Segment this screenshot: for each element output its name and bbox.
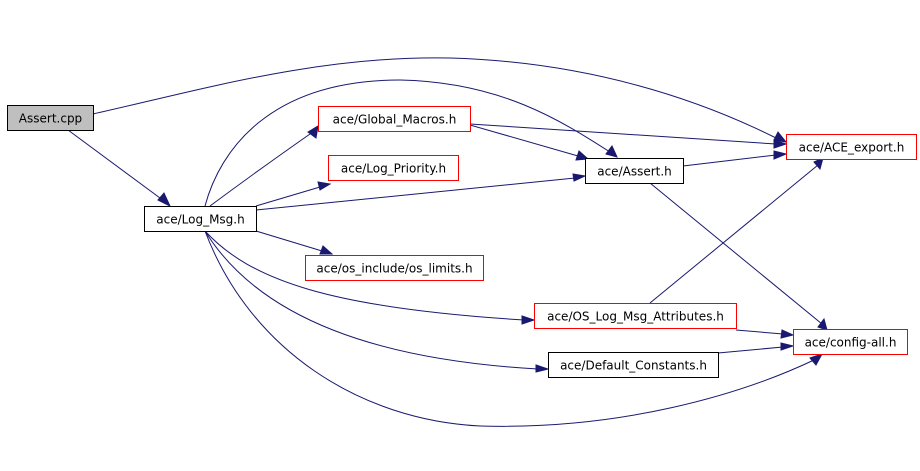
edge-global_macros_h-to-ace_export_h — [469, 123, 788, 149]
edge-arrowhead — [572, 173, 587, 182]
edge-line — [717, 346, 784, 354]
edge-arrowhead — [317, 181, 332, 191]
edge-assert_cpp-to-ace_export_h — [92, 57, 788, 143]
edge-arrowhead — [307, 125, 319, 139]
edge-line — [255, 230, 323, 252]
edge-line — [469, 124, 579, 157]
node-label: ace/Default_Constants.h — [560, 359, 707, 373]
edge-log_msg_h-to-default_constants_h — [204, 230, 550, 373]
node-log-msg-h[interactable]: ace/Log_Msg.h — [144, 206, 257, 232]
edge-log_msg_h-to-log_priority_h — [255, 181, 332, 207]
edge-arrowhead — [773, 150, 788, 160]
node-default-constants-h[interactable]: ace/Default_Constants.h — [548, 352, 719, 378]
node-ace-export-h[interactable]: ace/ACE_export.h — [786, 134, 917, 160]
edge-arrowhead — [817, 317, 828, 331]
edge-assert_h-to-ace_export_h — [682, 150, 788, 167]
edge-arrowhead — [809, 353, 824, 366]
nodes-layer: Assert.cpp ace/Log_Msg.h ace/Global_Macros… — [7, 105, 917, 378]
edge-arrowhead — [605, 145, 618, 158]
edge-line — [204, 230, 539, 370]
edge-log_msg_h-to-assert_h — [255, 173, 587, 211]
node-label: ace/OS_Log_Msg_Attributes.h — [547, 310, 724, 324]
edge-arrowhead — [157, 192, 172, 208]
node-log-priority-h[interactable]: ace/Log_Priority.h — [328, 155, 459, 181]
edge-line — [204, 79, 611, 207]
edge-arrowhead — [780, 342, 795, 351]
node-box[interactable] — [318, 106, 471, 132]
node-config-all-h[interactable]: ace/config-all.h — [793, 329, 908, 355]
edge-log_msg_h-to-global_macros_h — [209, 125, 319, 207]
node-label: ace/ACE_export.h — [799, 141, 905, 155]
node-label: ace/Assert.h — [597, 165, 672, 179]
node-label: Assert.cpp — [19, 112, 82, 126]
node-os-log-msg-attr-h[interactable]: ace/OS_Log_Msg_Attributes.h — [534, 303, 737, 329]
edge-log_msg_h-to-os_limits_h — [255, 230, 334, 255]
edge-line — [204, 230, 815, 427]
node-box[interactable] — [305, 255, 484, 281]
edge-arrowhead — [535, 364, 550, 373]
node-assert-cpp[interactable]: Assert.cpp — [7, 105, 94, 131]
edge-arrowhead — [319, 245, 334, 255]
edge-line — [682, 154, 777, 167]
node-label: ace/Log_Priority.h — [341, 162, 446, 176]
edge-line — [649, 182, 823, 325]
edge-assert_h-to-config_all_h — [649, 182, 828, 331]
edge-os_log_msg_attr_h-to-config_all_h — [735, 329, 795, 339]
node-label: ace/config-all.h — [805, 336, 897, 350]
edge-default_constants_h-to-config_all_h — [717, 342, 795, 354]
node-box[interactable] — [7, 105, 94, 131]
edges-layer — [67, 57, 828, 427]
node-box[interactable] — [548, 352, 719, 378]
edge-log_msg_h-to-os_log_msg_attr_h — [204, 230, 536, 325]
edge-line — [735, 329, 784, 335]
node-box[interactable] — [328, 155, 459, 181]
node-box[interactable] — [585, 158, 684, 184]
node-box[interactable] — [786, 134, 917, 160]
edge-line — [255, 177, 576, 211]
edge-line — [204, 230, 525, 321]
node-label: ace/Global_Macros.h — [333, 113, 457, 127]
edge-assert_cpp-to-log_msg_h — [67, 129, 172, 208]
edge-arrowhead — [773, 139, 788, 149]
edge-global_macros_h-to-assert_h — [469, 124, 590, 161]
node-label: ace/os_include/os_limits.h — [316, 262, 472, 276]
node-box[interactable] — [144, 206, 257, 232]
edge-arrowhead — [575, 150, 590, 161]
node-os-limits-h[interactable]: ace/os_include/os_limits.h — [305, 255, 484, 281]
edge-arrowhead — [773, 131, 788, 143]
node-assert-h[interactable]: ace/Assert.h — [585, 158, 684, 184]
edge-line — [255, 186, 321, 207]
edge-arrowhead — [780, 329, 795, 339]
node-global-macros-h[interactable]: ace/Global_Macros.h — [318, 106, 471, 132]
edge-line — [67, 129, 161, 199]
node-box[interactable] — [534, 303, 737, 329]
edge-arrowhead — [521, 315, 536, 325]
edge-log_msg_h-to-assert_h — [204, 79, 618, 207]
edge-line — [469, 123, 777, 145]
node-label: ace/Log_Msg.h — [156, 213, 244, 227]
node-box[interactable] — [793, 329, 908, 355]
edge-log_msg_h-to-config_all_h — [204, 230, 824, 427]
edge-line — [92, 57, 777, 139]
edge-line — [649, 164, 819, 304]
edge-line — [209, 133, 311, 207]
